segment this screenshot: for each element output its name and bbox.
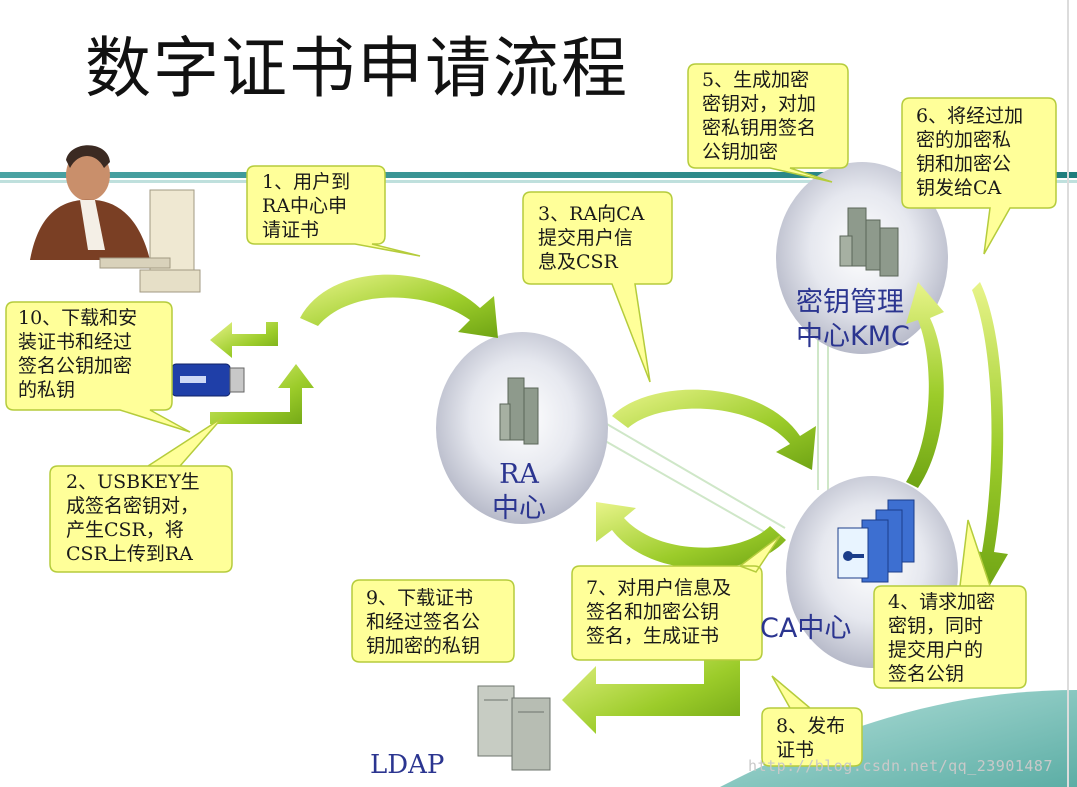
step-7-line: 签名，生成证书	[586, 625, 720, 647]
arrow-ca-to-ldap	[562, 646, 740, 734]
step-1-callout: 1、用户到 RA中心申 请证书	[262, 170, 350, 242]
step-9-line: 9、下载证书	[366, 587, 474, 609]
step-6-line: 钥发给CA	[916, 177, 1002, 199]
step-5-line: 5、生成加密	[702, 69, 810, 91]
step-6-line: 6、将经过加	[916, 105, 1024, 127]
step-4-line: 4、请求加密	[888, 591, 996, 613]
step-1-line: RA中心申	[262, 195, 348, 217]
step-10-line: 的私钥	[18, 379, 76, 401]
ra-label: RA 中心	[492, 458, 546, 526]
step-9-line: 和经过签名公	[366, 611, 481, 633]
ra-label-line1: RA	[499, 459, 539, 490]
arrow-kmc-to-ca	[968, 282, 1008, 592]
step-4-line: 提交用户的	[888, 639, 984, 661]
step-6-line: 密的加密私	[916, 129, 1012, 151]
step-7-line: 签名和加密公钥	[586, 601, 720, 623]
header-band	[0, 172, 1077, 183]
watermark: http://blog.csdn.net/qq_23901487	[748, 757, 1053, 775]
ca-server-icon	[837, 499, 915, 583]
step-1-line: 1、用户到	[262, 171, 351, 193]
step-7-line: 7、对用户信息及	[586, 577, 732, 599]
arrow-ca-to-ra	[596, 502, 786, 569]
ldap-server-icon	[477, 685, 551, 771]
step-10-line: 装证书和经过	[18, 331, 133, 353]
step-1-line: 请证书	[262, 219, 320, 241]
kmc-label-line1: 密钥管理	[796, 287, 904, 318]
step-4-line: 签名公钥	[888, 663, 965, 685]
step-9-callout: 9、下载证书 和经过签名公 钥加密的私钥	[366, 586, 480, 658]
step-2-line: CSR上传到RA	[66, 543, 193, 565]
step-7-callout: 7、对用户信息及 签名和加密公钥 签名，生成证书	[586, 576, 731, 648]
callout-shapes	[5, 63, 1057, 767]
step-2-line: 成签名密钥对，	[66, 495, 200, 517]
step-6-callout: 6、将经过加 密的加密私 钥和加密公 钥发给CA	[916, 104, 1023, 200]
kmc-label: 密钥管理 中心KMC	[796, 286, 910, 354]
ra-building-icon	[499, 377, 539, 445]
kmc-building-icon	[839, 207, 899, 277]
step-4-line: 密钥，同时	[888, 615, 984, 637]
page-title: 数字证书申请流程	[85, 30, 629, 107]
arrow-ca-to-kmc	[906, 282, 944, 488]
ca-label: CA中心	[760, 613, 852, 644]
step-3-line: 息及CSR	[538, 251, 618, 273]
step-8-callout: 8、发布 证书	[776, 714, 845, 762]
step-8-line: 8、发布	[776, 715, 846, 737]
ra-label-line2: 中心	[492, 493, 546, 524]
step-3-line: 3、RA向CA	[538, 203, 645, 225]
step-9-line: 钥加密的私钥	[366, 635, 481, 657]
step-10-line: 10、下载和安	[18, 307, 138, 329]
step-3-line: 提交用户信	[538, 227, 634, 249]
step-5-line: 密私钥用签名	[702, 117, 817, 139]
usbkey-icon	[171, 363, 245, 397]
arrow-user-to-ra	[300, 274, 498, 338]
step-10-line: 签名公钥加密	[18, 355, 133, 377]
step-5-callout: 5、生成加密 密钥对，对加 密私钥用签名 公钥加密	[702, 68, 816, 164]
step-2-line: 产生CSR，将	[66, 519, 184, 541]
step-5-line: 密钥对，对加	[702, 93, 817, 115]
step-4-callout: 4、请求加密 密钥，同时 提交用户的 签名公钥	[888, 590, 995, 686]
step-2-line: 2、USBKEY生	[66, 471, 200, 493]
step-5-line: 公钥加密	[702, 141, 779, 163]
step-3-callout: 3、RA向CA 提交用户信 息及CSR	[538, 202, 644, 274]
usb-transfer-arrows	[210, 322, 314, 424]
kmc-label-line2: 中心KMC	[796, 321, 910, 352]
step-8-line: 证书	[776, 739, 815, 761]
step-6-line: 钥和加密公	[916, 153, 1012, 175]
user-person-icon	[30, 145, 201, 293]
arrow-ra-to-ca	[612, 389, 816, 470]
ldap-label: LDAP	[370, 750, 445, 780]
step-10-callout: 10、下载和安 装证书和经过 签名公钥加密 的私钥	[18, 306, 137, 402]
step-2-callout: 2、USBKEY生 成签名密钥对， 产生CSR，将 CSR上传到RA	[66, 470, 200, 566]
